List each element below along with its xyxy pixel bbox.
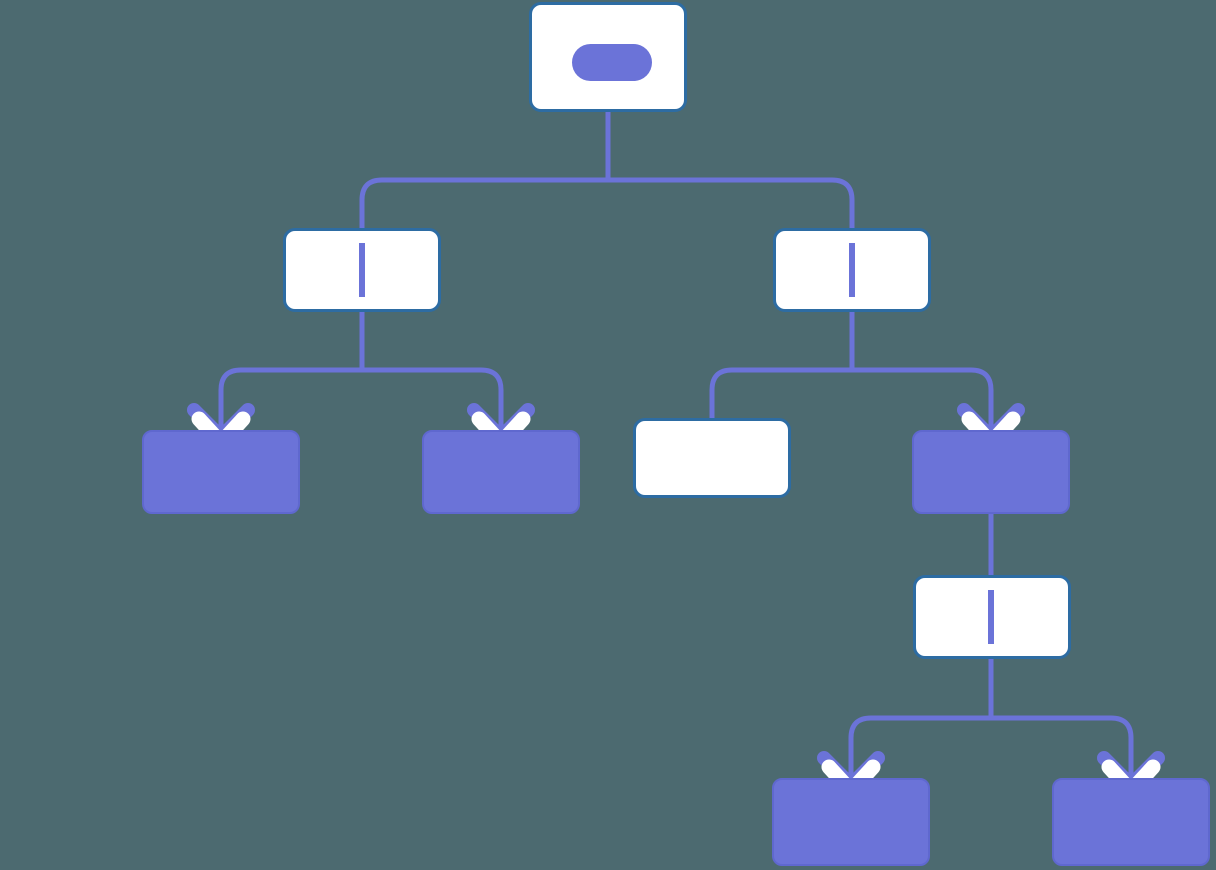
node-n8-label <box>916 578 1068 656</box>
edge-n8-n10 <box>991 715 1134 776</box>
node-n5[interactable] <box>422 430 580 514</box>
edge-n8-n9 <box>848 715 991 776</box>
node-n5-label <box>424 432 578 512</box>
edge-n2-n5 <box>362 367 504 428</box>
node-n1[interactable] <box>529 2 687 112</box>
node-n8[interactable] <box>913 575 1071 659</box>
node-n6[interactable] <box>633 418 791 498</box>
node-n3-label <box>776 231 928 309</box>
edge-n2-n4 <box>218 367 362 428</box>
node-n2[interactable] <box>283 228 441 312</box>
edge-n3-n6 <box>709 367 852 418</box>
node-n7[interactable] <box>912 430 1070 514</box>
edge-n1-n3 <box>608 177 855 228</box>
edge-n1-n2 <box>359 177 608 228</box>
node-n4[interactable] <box>142 430 300 514</box>
node-n9-label <box>774 780 928 864</box>
node-n6-label <box>636 421 788 495</box>
node-n4-label <box>144 432 298 512</box>
node-n2-label <box>286 231 438 309</box>
node-n3[interactable] <box>773 228 931 312</box>
node-n9[interactable] <box>772 778 930 866</box>
node-n1-pill <box>572 44 652 81</box>
node-n10-label <box>1054 780 1208 864</box>
edge-n3-n7 <box>852 367 994 428</box>
node-n7-label <box>914 432 1068 512</box>
node-n10[interactable] <box>1052 778 1210 866</box>
